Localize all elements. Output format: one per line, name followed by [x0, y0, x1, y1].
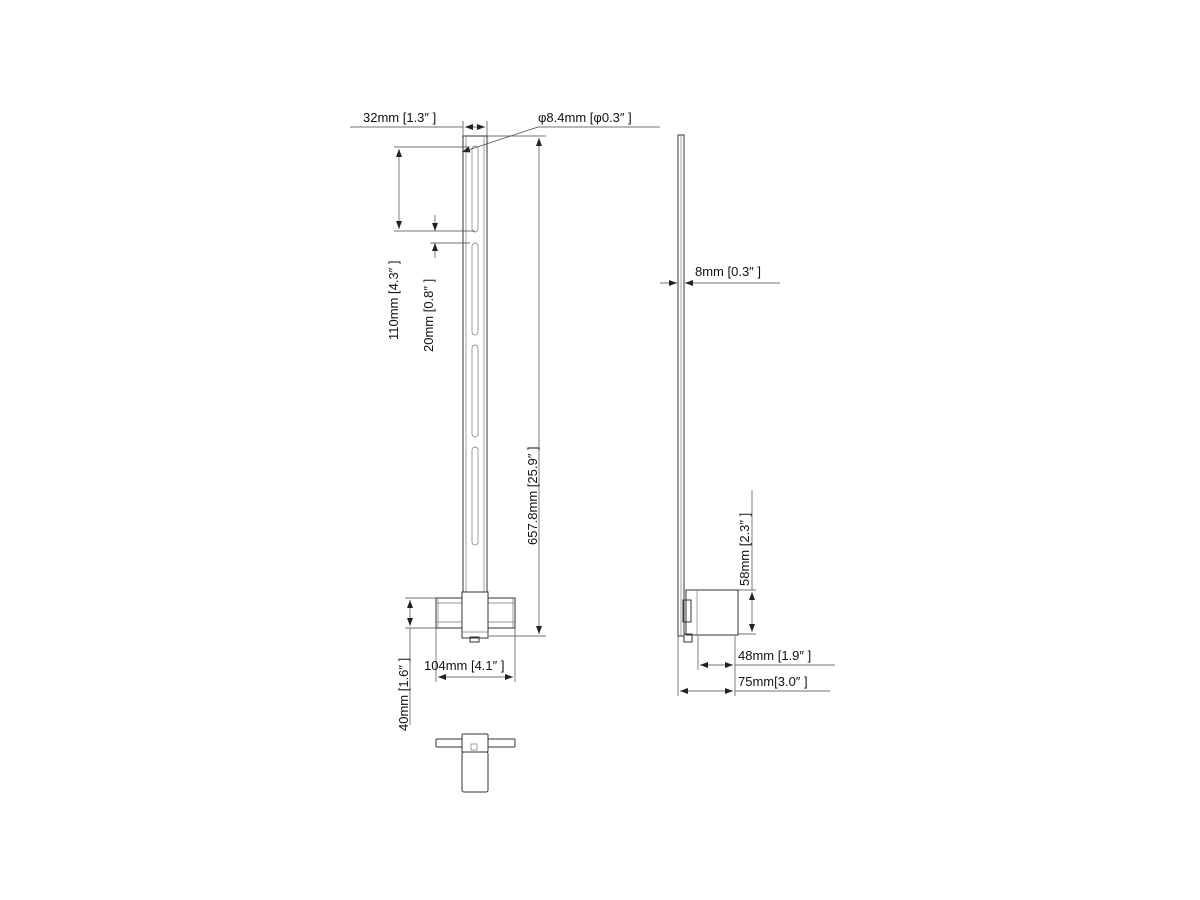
bracket-height-label: 40mm [1.6″ ] — [396, 658, 411, 731]
front-view — [435, 135, 516, 643]
thickness-label: 8mm [0.3″ ] — [695, 264, 761, 279]
bracket-side — [682, 589, 739, 643]
bracket-front — [435, 591, 516, 643]
bottom-view — [435, 733, 516, 793]
dimension-hole-diameter: φ8.4mm [φ0.3″ ] — [461, 110, 660, 153]
dimension-bracket-height: 40mm [1.6″ ] — [396, 597, 436, 731]
dimension-total-height: 657.8mm [25.9″ ] — [487, 135, 546, 637]
dimension-total-depth: 75mm[3.0″ ] — [677, 636, 830, 696]
slot-spacing-label: 110mm [4.3″ ] — [386, 260, 401, 340]
total-depth-label: 75mm[3.0″ ] — [738, 674, 808, 689]
dimension-width-32mm: 32mm [1.3″ ] — [350, 110, 488, 136]
slot-3 — [471, 344, 479, 438]
total-height-label: 657.8mm [25.9″ ] — [525, 446, 540, 545]
dimension-bracket-width: 104mm [4.1″ ] — [424, 628, 516, 682]
dimension-bracket-depth: 48mm [1.9″ ] — [697, 636, 835, 696]
width-label: 32mm [1.3″ ] — [363, 110, 436, 125]
slot-1 — [471, 145, 479, 233]
dimension-thickness: 8mm [0.3″ ] — [660, 264, 780, 286]
dimension-slot-spacing: 110mm [4.3″ ] — [386, 146, 475, 340]
mounting-bar — [462, 135, 488, 637]
slot-2 — [471, 242, 479, 336]
slot-gap-label: 20mm [0.8″ ] — [421, 279, 436, 352]
side-bracket-height-label: 58mm [2.3″ ] — [737, 513, 752, 586]
side-view — [677, 134, 739, 643]
hole-diameter-label: φ8.4mm [φ0.3″ ] — [538, 110, 632, 125]
bracket-depth-label: 48mm [1.9″ ] — [738, 648, 811, 663]
dimension-slot-gap: 20mm [0.8″ ] — [421, 215, 470, 352]
dimension-side-bracket-height: 58mm [2.3″ ] — [737, 490, 756, 635]
bracket-width-label: 104mm [4.1″ ] — [424, 658, 504, 673]
slot-4 — [471, 446, 479, 546]
